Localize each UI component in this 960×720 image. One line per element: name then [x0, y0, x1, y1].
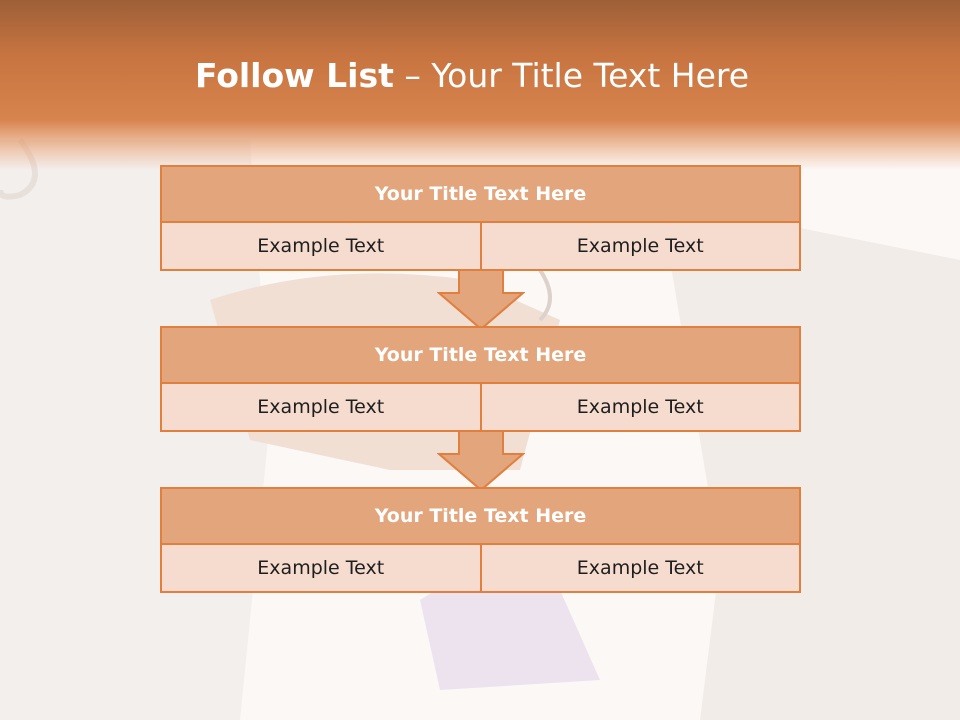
- block-3-row: Example Text Example Text: [162, 545, 799, 591]
- block-1-title: Your Title Text Here: [162, 167, 799, 223]
- block-3-right-cell: Example Text: [479, 545, 800, 591]
- block-2-row: Example Text Example Text: [162, 384, 799, 430]
- list-block-2: Your Title Text Here Example Text Exampl…: [160, 326, 801, 432]
- down-arrow-icon: [437, 430, 525, 492]
- block-2-title: Your Title Text Here: [162, 328, 799, 384]
- block-3-left-cell: Example Text: [257, 557, 385, 579]
- block-2-right-cell: Example Text: [479, 384, 800, 430]
- block-3-title: Your Title Text Here: [162, 489, 799, 545]
- block-1-right-cell: Example Text: [479, 223, 800, 269]
- block-1-row: Example Text Example Text: [162, 223, 799, 269]
- down-arrow-icon: [437, 269, 525, 331]
- block-1-left-cell: Example Text: [257, 235, 385, 257]
- block-2-left-cell: Example Text: [257, 396, 385, 418]
- list-block-1: Your Title Text Here Example Text Exampl…: [160, 165, 801, 271]
- slide-title-rest: – Your Title Text Here: [393, 56, 750, 95]
- slide-title: Follow List – Your Title Text Here: [0, 52, 944, 100]
- list-block-3: Your Title Text Here Example Text Exampl…: [160, 487, 801, 593]
- slide-title-bold: Follow List: [194, 56, 394, 95]
- title-band: [0, 0, 960, 170]
